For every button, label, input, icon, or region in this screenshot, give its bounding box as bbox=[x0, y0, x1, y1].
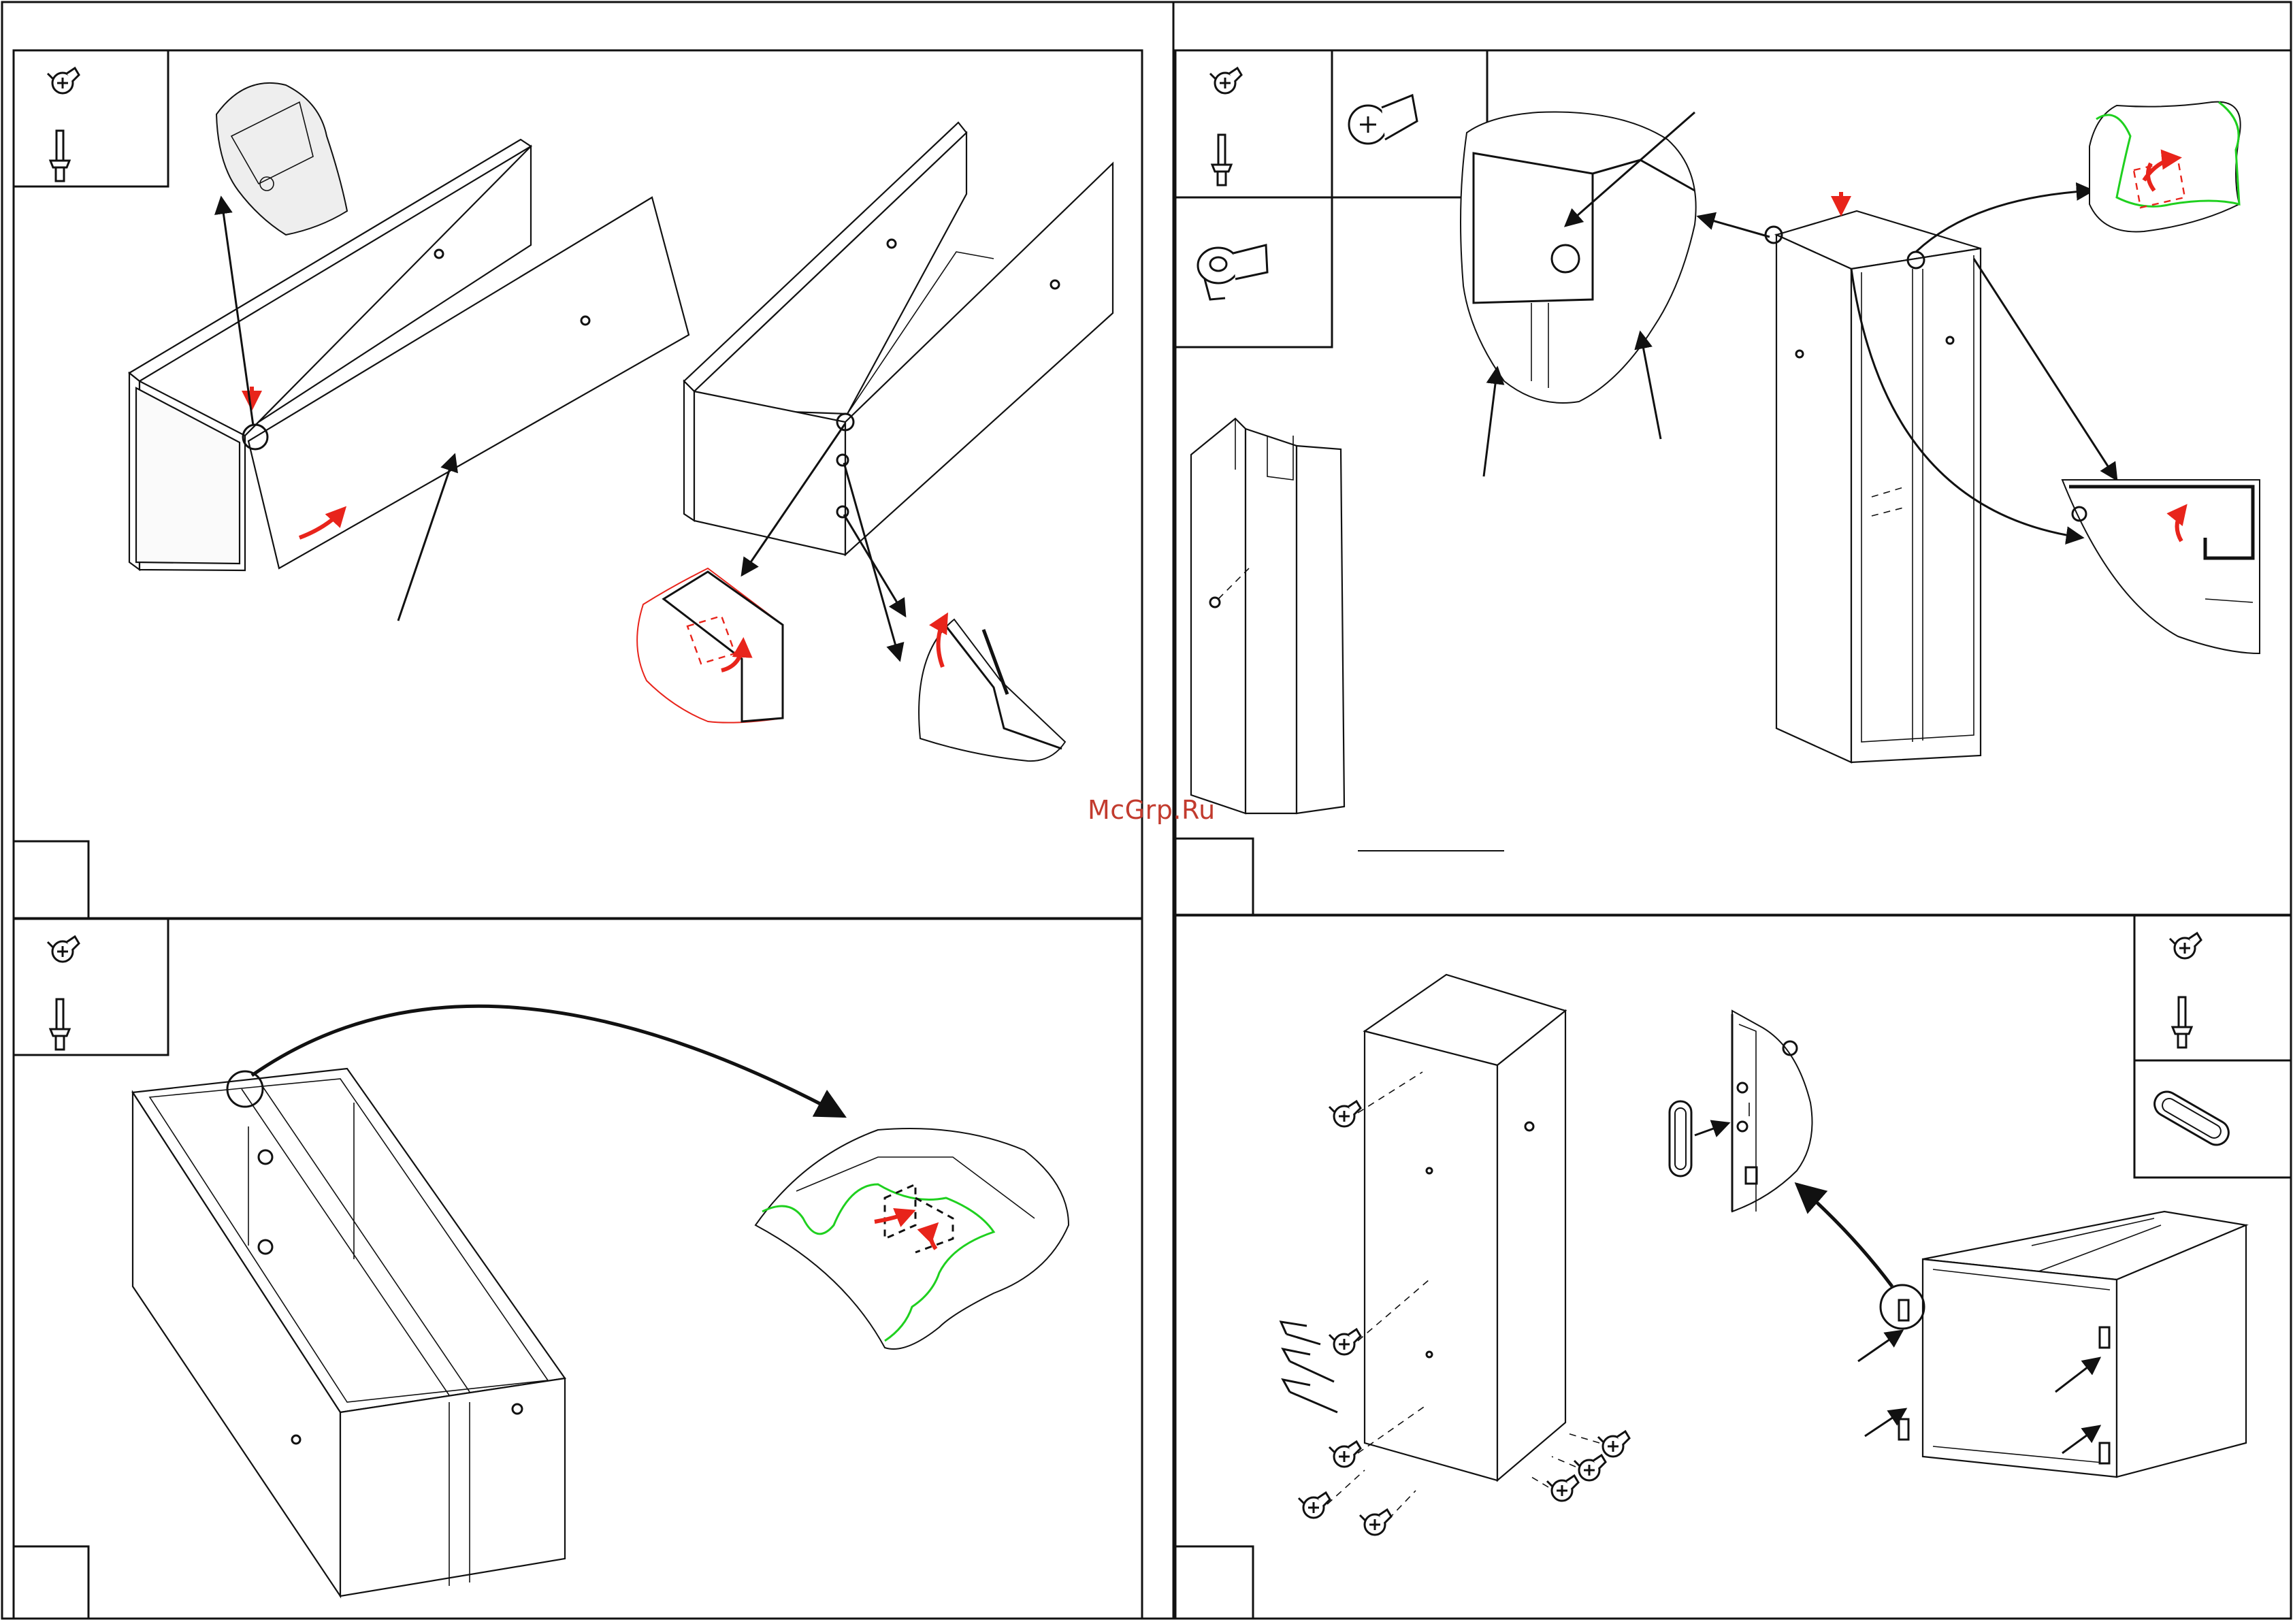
cam-bolt-icon bbox=[1349, 95, 1417, 144]
screw-icon bbox=[48, 937, 79, 962]
screw-icon bbox=[1598, 1431, 1629, 1457]
screw-icon bbox=[1299, 1493, 1330, 1518]
slot-cover-icon bbox=[2150, 1087, 2233, 1149]
fastener-box-1 bbox=[14, 50, 168, 186]
dowel-icon bbox=[2173, 997, 2192, 1048]
dowel-icon bbox=[50, 999, 69, 1050]
dowel-icon bbox=[50, 131, 69, 181]
step-1-diagram bbox=[14, 50, 1113, 761]
screw-icon bbox=[1329, 1442, 1361, 1467]
watermark: McGrp.Ru bbox=[1088, 795, 1216, 825]
fastener-box-2 bbox=[1175, 50, 1332, 347]
screw-icon bbox=[1547, 1476, 1578, 1501]
screw-icon bbox=[1210, 68, 1241, 93]
slot-cover-icon bbox=[1670, 1101, 1691, 1176]
step-number-box-2 bbox=[1175, 839, 1253, 915]
screw-icon bbox=[48, 68, 79, 93]
screw-icon bbox=[1329, 1329, 1361, 1354]
screw-icon bbox=[2170, 933, 2201, 958]
step-3-diagram bbox=[14, 919, 1069, 1596]
fastener-box-3 bbox=[14, 919, 168, 1055]
dowel-icon bbox=[1212, 135, 1231, 185]
screw-icon bbox=[1360, 1510, 1391, 1535]
screw-icon bbox=[1329, 1101, 1361, 1126]
step-number-box-3 bbox=[14, 1546, 88, 1619]
step-number-box-1 bbox=[14, 841, 88, 918]
cam-lock-icon bbox=[1198, 245, 1267, 299]
step-4-diagram bbox=[1281, 915, 2291, 1535]
screw-icon bbox=[1574, 1455, 1606, 1480]
step-number-box-4 bbox=[1175, 1546, 1253, 1619]
step-2-diagram bbox=[1175, 50, 2260, 851]
